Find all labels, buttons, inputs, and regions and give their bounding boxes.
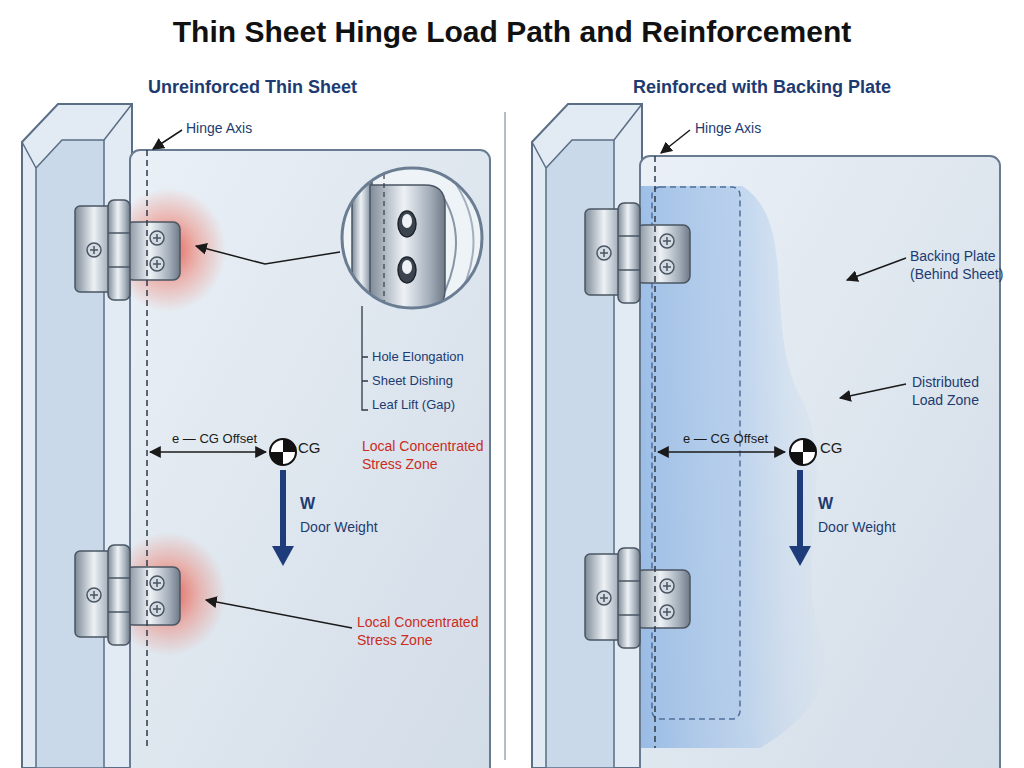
axis-label: Hinge Axis [186,119,252,137]
panel-heading: Reinforced with Backing Plate [633,76,891,99]
leader-line [840,384,906,398]
magnifier-ring [342,168,482,308]
elongated-hole [398,211,416,237]
leader-line [847,258,906,280]
stress-zone-label: Local Concentrated Stress Zone [357,613,497,649]
hinge-axis-line [146,150,148,748]
hinge [585,203,690,303]
weight-arrow [280,470,286,548]
hinge [585,548,690,648]
weight-arrow [797,470,803,548]
dimension-arrow [150,451,266,453]
elongated-hole [398,257,416,283]
failure-mode-label: Sheet Dishing [372,373,453,390]
force-symbol: W [300,494,315,515]
dimension-label: e — CG Offset [683,431,768,448]
failure-mode-label: Hole Elongation [372,349,464,366]
axis-label: Hinge Axis [695,119,761,137]
hinge-knuckle [352,150,372,330]
callout-bracket [362,306,368,410]
cg-label: CG [820,438,843,458]
force-label: Door Weight [818,518,896,536]
dimension-arrow [658,451,785,453]
diagram-title: Thin Sheet Hinge Load Path and Reinforce… [0,12,1024,51]
magnified-detail [342,150,482,330]
hole-highlight [402,214,412,228]
force-label: Door Weight [300,518,378,536]
panel-heading: Unreinforced Thin Sheet [148,76,357,99]
weight-arrowhead [789,546,811,566]
force-symbol: W [818,494,833,515]
leader-line [196,246,340,264]
hinge [75,545,180,645]
leader-line [153,130,182,149]
cg-symbol [270,439,296,465]
dimension-label: e — CG Offset [172,431,257,448]
hinge-axis-line [383,165,384,330]
leader-line [661,130,690,153]
weight-arrowhead [272,546,294,566]
stress-zone-label: Local Concentrated Stress Zone [362,437,502,473]
cg-symbol [790,439,816,465]
panel-divider [504,112,506,760]
leader-line [206,600,352,628]
door-leaf [370,185,445,310]
thin-sheet-door [640,156,1000,768]
failure-mode-label: Leaf Lift (Gap) [372,397,455,414]
hole-highlight [402,260,412,274]
hinge-axis-line [654,156,656,748]
zone-label: Distributed Load Zone [912,373,1012,409]
part-label: Backing Plate (Behind Sheet) [910,247,1018,283]
cg-label: CG [298,438,321,458]
hinge [75,200,180,300]
